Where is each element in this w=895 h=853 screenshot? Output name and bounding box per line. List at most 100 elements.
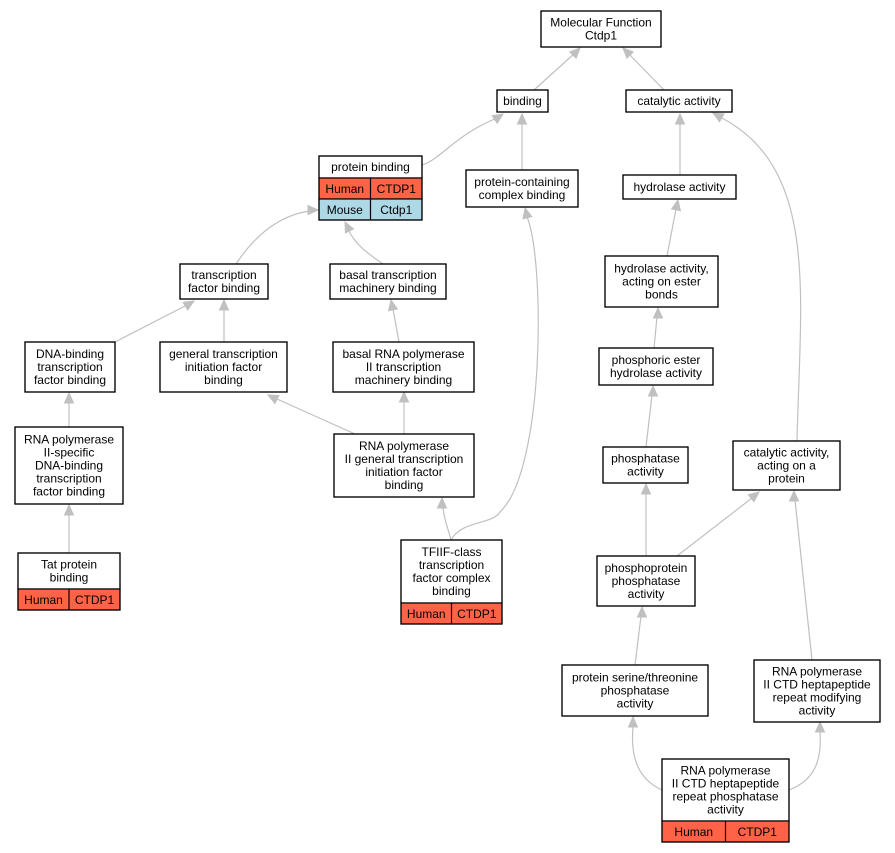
term-label-line: phosphoprotein [605,561,688,575]
edge-cat-to-mf [622,47,665,91]
edge-hydest-to-hyd [666,198,682,257]
edge-line [533,52,576,91]
term-label-line: initiation factor [365,465,442,479]
term-label-line: binding [503,94,542,108]
arrowhead [516,112,528,125]
gene-symbol: CTDP1 [457,607,497,621]
edge-line [666,208,677,257]
term-border [333,433,475,498]
term-label-line: complex binding [479,188,566,202]
term-border [596,555,696,607]
term-label-line: RNA polymerase [772,665,862,679]
go-term-cat[interactable]: catalytic activity [625,89,733,113]
term-label-line: binding [385,478,424,492]
arrowhead [387,298,399,312]
term-border [602,446,689,484]
term-label-line: basal transcription [339,268,436,282]
term-label-line: transcription [36,472,101,486]
edge-pst-to-pprot [634,605,648,666]
term-label-line: catalytic activity, [744,446,830,460]
edge-tat-to-rnaiis [63,503,75,553]
edge-line [627,52,665,91]
gene-symbol: Ctdp1 [380,203,412,217]
go-term-pst[interactable]: protein serine/threoninephosphataseactiv… [561,664,709,717]
term-label-line: phosphatase [601,684,670,698]
edge-line [442,506,452,541]
term-border [604,255,719,308]
gene-symbol: CTDP1 [75,593,115,607]
arrowhead [670,198,682,212]
edge-line [235,210,311,265]
edge-brna-to-btmb [387,298,400,343]
term-label-line: activity [628,587,665,601]
term-border [540,10,662,48]
arrowhead [814,720,826,733]
term-label-line: RNA polymerase [680,764,770,778]
term-label-line: phosphatase [611,452,680,466]
gene-symbol: CTDP1 [738,825,778,839]
term-border [179,263,269,300]
term-label-line: RNA polymerase [24,433,114,447]
term-label-line: basal RNA polymerase [342,347,464,361]
edge-tfiif-to-rnagt [436,496,452,541]
term-label-line: binding [432,584,471,598]
go-term-rnaiis[interactable]: RNA polymeraseII-specificDNA-bindingtran… [14,426,124,505]
term-box [753,659,881,723]
term-label-line: machinery binding [339,281,436,295]
edge-ctdmod-to-catp [788,489,813,661]
edge-line [631,726,663,791]
arrowhead [218,298,230,311]
term-label-line: hydrolase activity [633,180,725,194]
term-border [14,426,124,505]
arrowhead [491,113,505,125]
term-label-line: phosphatase [612,574,681,588]
term-label-line: activity [617,697,654,711]
term-label-line: II transcription [366,360,441,374]
annotation-row-human: Human CTDP1 [17,588,121,611]
edge-layer [63,47,826,791]
term-label-line: repeat phosphatase [672,790,778,804]
edge-line [347,228,384,265]
term-label-line: acting on ester [622,275,701,289]
arrowhead [652,306,664,319]
term-border [159,341,288,393]
edge-pprot-to-catp [676,491,760,557]
species-label: Human [407,607,446,621]
term-label-line: phosphoric ester [612,353,701,367]
term-border [400,539,503,625]
edge-line [653,316,658,349]
go-term-hyd[interactable]: hydrolase activity [622,174,737,200]
gene-symbol: CTDP1 [377,182,417,196]
term-label-line: activity [799,704,836,718]
species-label: Human [24,593,63,607]
term-label-line: acting on a [757,459,816,473]
term-label-line: TFIIF-class [422,545,482,559]
term-border [625,89,733,113]
go-term-bind[interactable]: binding [496,89,549,113]
edge-line [392,308,400,343]
arrowhead [568,47,581,60]
